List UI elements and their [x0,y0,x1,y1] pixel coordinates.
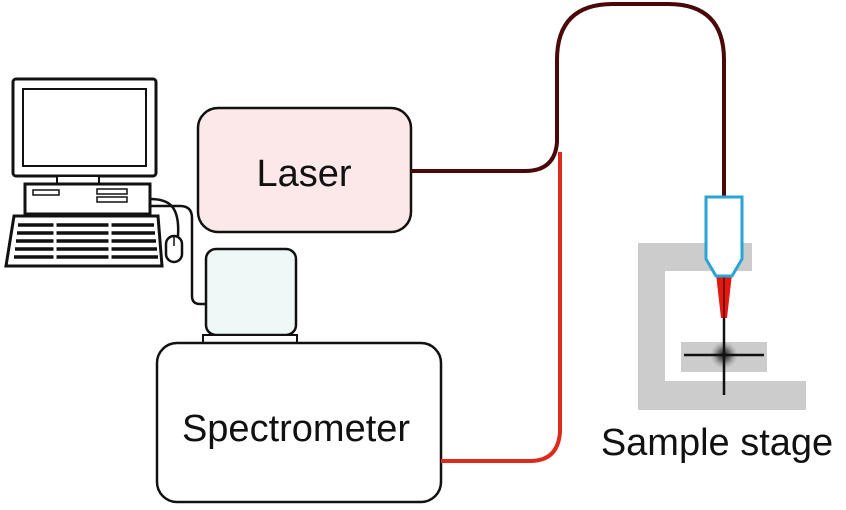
spectrometer-box [155,341,443,504]
computer-icon [4,77,207,306]
data-cable [150,204,207,306]
spectrometer-label: Spectrometer [182,408,410,450]
excitation-fiber [411,2,726,197]
keyboard-keys [14,223,158,259]
sample-stage-frame [638,243,806,410]
collection-fiber [441,152,562,463]
keyboard-key-gaps [53,220,112,262]
detector-box [204,247,298,337]
sample-stage-label: Sample stage [601,422,833,464]
monitor-screen [22,88,147,167]
laser-label: Laser [256,153,351,195]
drive-slot [96,196,128,203]
desktop-case [23,182,152,216]
drive-slot [32,189,60,196]
objective-lens-icon [704,195,744,278]
drive-slot [96,188,128,195]
